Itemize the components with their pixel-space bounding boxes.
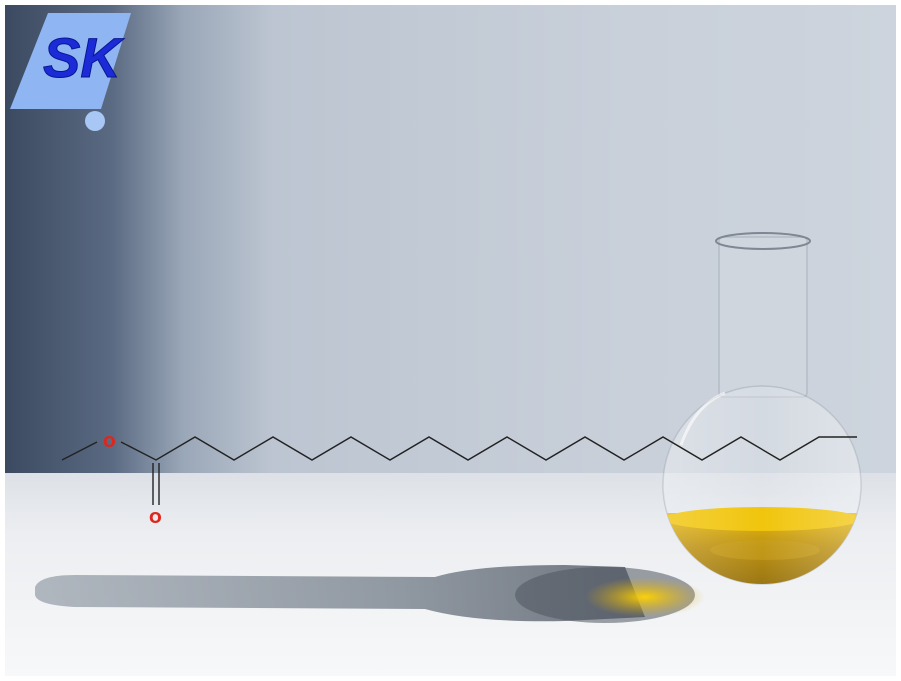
flask-shadow	[35, 565, 705, 623]
logo-dot-icon	[85, 111, 105, 131]
molecular-structure	[61, 436, 857, 505]
round-bottom-flask	[662, 232, 862, 585]
product-photo: O O SK	[5, 5, 896, 676]
logo-text: SK	[43, 26, 124, 89]
sk-logo: SK	[10, 13, 131, 131]
oxygen-atom-label-ether: O	[103, 433, 116, 451]
oxygen-atom-label-carbonyl: O	[149, 509, 162, 527]
